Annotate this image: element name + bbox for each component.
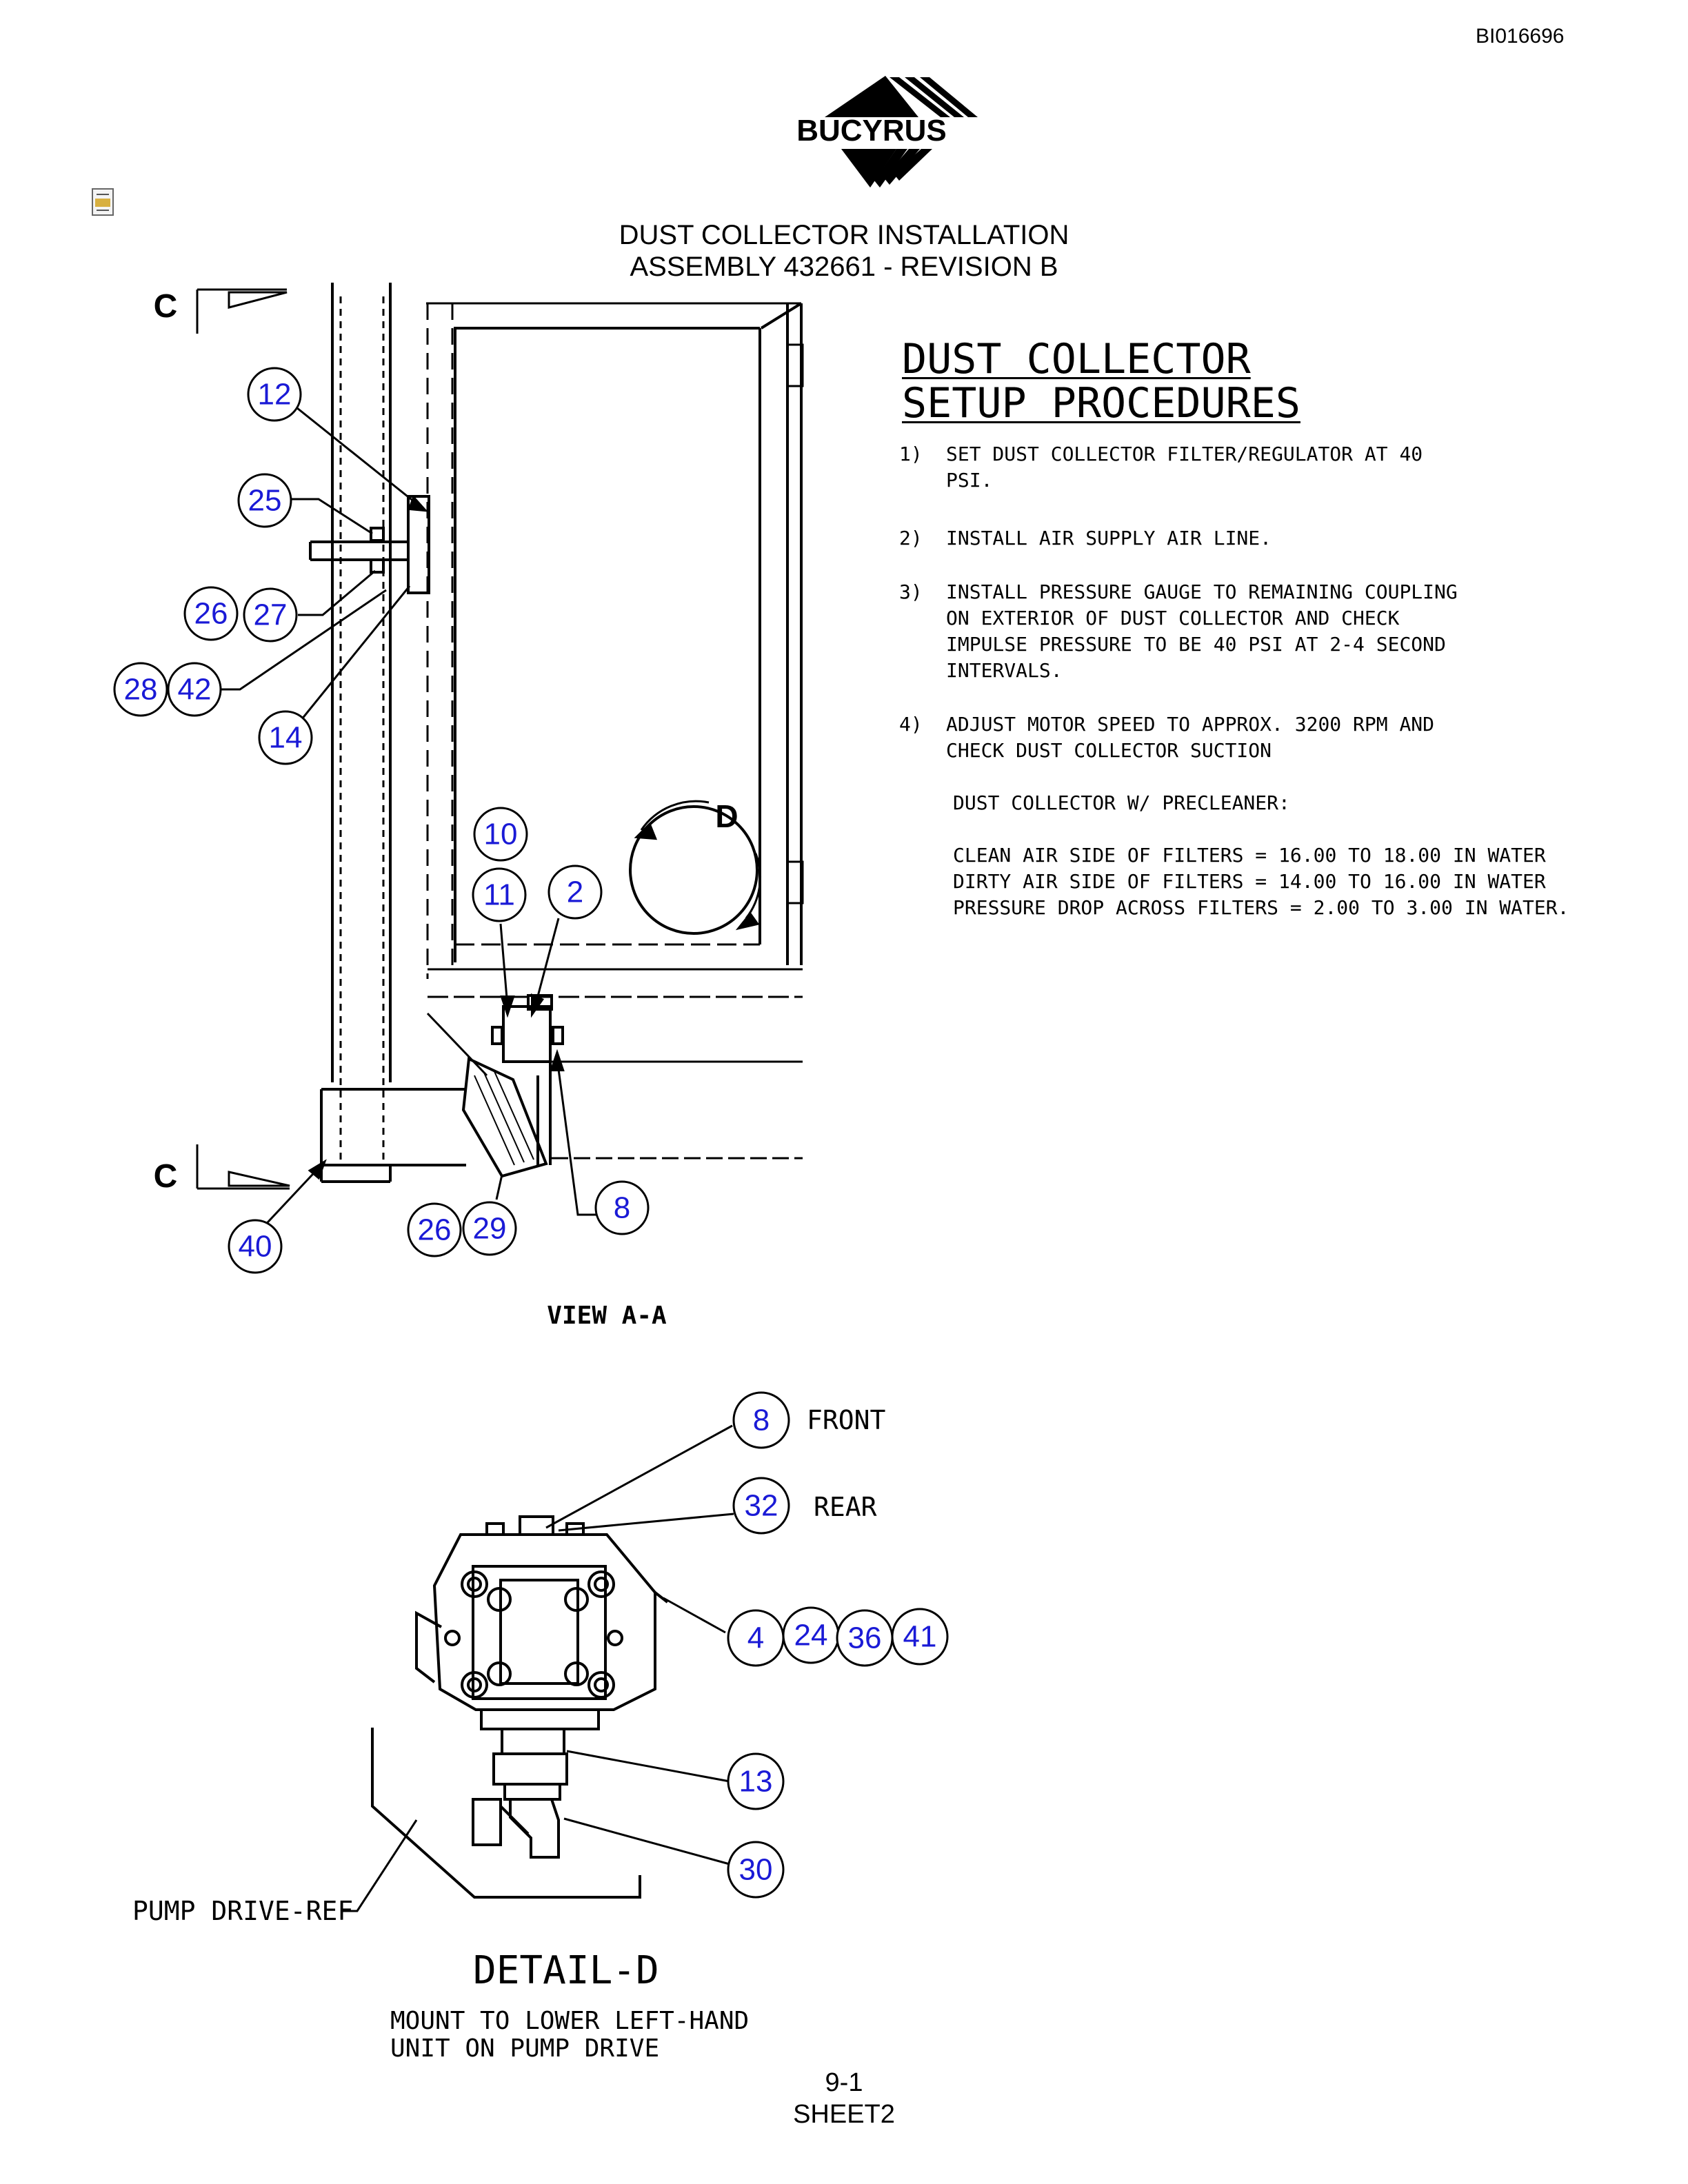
procedures-heading-2: SETUP PROCEDURES (902, 379, 1300, 427)
svg-text:4: 4 (747, 1621, 764, 1655)
step-text: INSTALL PRESSURE GAUGE TO REMAINING COUP… (946, 580, 1458, 682)
svg-text:32: 32 (745, 1489, 778, 1523)
callout-bubble: 10 (473, 807, 528, 862)
svg-text:26: 26 (418, 1213, 452, 1247)
reading-clean-air: CLEAN AIR SIDE OF FILTERS = 16.00 TO 18.… (953, 844, 1546, 867)
sheet-number: SHEET2 (793, 2100, 895, 2129)
svg-text:36: 36 (848, 1621, 882, 1655)
logo-text: BUCYRUS (796, 114, 947, 148)
step-number: 4) (899, 713, 923, 736)
callout-bubble: 4 (727, 1609, 785, 1667)
procedure-step: 1) SET DUST COLLECTOR FILTER/REGULATOR AT… (899, 441, 1602, 494)
step-text: ADJUST MOTOR SPEED TO APPROX. 3200 RPM A… (946, 713, 1435, 762)
callout-bubble: 36 (836, 1609, 894, 1667)
detail-d-drawing (341, 1424, 734, 1912)
rear-label: REAR (814, 1492, 877, 1522)
step-text: SET DUST COLLECTOR FILTER/REGULATOR AT 4… (946, 443, 1423, 492)
reading-dirty-air: DIRTY AIR SIDE OF FILTERS = 14.00 TO 16.… (953, 870, 1546, 893)
callout-bubble: 11 (472, 867, 527, 922)
title-line-2: ASSEMBLY 432661 - REVISION B (630, 252, 1058, 282)
step-number: 2) (899, 527, 923, 549)
svg-text:29: 29 (473, 1212, 507, 1246)
svg-text:26: 26 (194, 597, 228, 631)
callout-bubble: 29 (462, 1201, 517, 1256)
svg-text:27: 27 (254, 598, 288, 632)
callout-bubble: 26 (183, 586, 239, 641)
view-aa-label: VIEW A-A (547, 1302, 667, 1330)
svg-text:12: 12 (258, 378, 292, 412)
procedure-step: 4) ADJUST MOTOR SPEED TO APPROX. 3200 RPM… (899, 711, 1602, 764)
procedures-heading-1: DUST COLLECTOR (902, 335, 1251, 383)
svg-text:8: 8 (614, 1191, 630, 1225)
callout-bubble: 8 (594, 1180, 650, 1235)
callout-bubble: 2 (547, 865, 603, 920)
svg-text:25: 25 (248, 484, 282, 518)
step-number: 1) (899, 443, 923, 465)
detail-d-note-2: UNIT ON PUMP DRIVE (390, 2034, 660, 2063)
callout-bubble: 28 (113, 662, 168, 717)
callout-bubble: 24 (782, 1606, 840, 1664)
detail-d-note-1: MOUNT TO LOWER LEFT-HAND (390, 2007, 750, 2035)
svg-text:41: 41 (903, 1620, 937, 1654)
svg-text:24: 24 (794, 1619, 828, 1652)
front-label: FRONT (807, 1405, 886, 1435)
callout-bubble: 26 (407, 1202, 462, 1257)
callout-bubble: 40 (228, 1219, 283, 1274)
title-line-1: DUST COLLECTOR INSTALLATION (619, 220, 1069, 250)
callout-bubble: 32 (732, 1477, 790, 1535)
step-text: INSTALL AIR SUPPLY AIR LINE. (946, 527, 1272, 549)
detail-marker-d: D (715, 798, 738, 834)
callout-bubble: 14 (258, 710, 313, 765)
callout-bubble: 25 (237, 473, 292, 528)
detail-d-title: DETAIL-D (473, 1948, 659, 1993)
svg-text:11: 11 (483, 878, 515, 912)
svg-text:14: 14 (269, 721, 303, 755)
callout-bubble: 12 (247, 367, 302, 422)
section-letter-top: C (154, 288, 178, 325)
pump-drive-ref-label: PUMP DRIVE-REF (132, 1896, 354, 1926)
detail-d-callouts: 8 32 4 24 36 41 13 30 (727, 1391, 949, 1899)
step-number: 3) (899, 580, 923, 603)
svg-text:40: 40 (239, 1230, 272, 1264)
procedure-step: 2) INSTALL AIR SUPPLY AIR LINE. (899, 525, 1602, 552)
view-aa-callouts: 12 25 26 27 28 42 14 10 11 2 8 40 26 29 (113, 367, 650, 1274)
view-aa-drawing (196, 283, 804, 1233)
callout-bubble: 42 (167, 662, 222, 717)
callout-bubble: 30 (727, 1841, 785, 1899)
bucyrus-logo: BUCYRUS (796, 76, 978, 188)
svg-text:8: 8 (753, 1404, 770, 1437)
svg-text:30: 30 (739, 1853, 773, 1887)
svg-text:42: 42 (178, 673, 212, 707)
precleaner-label: DUST COLLECTOR W/ PRECLEANER: (953, 791, 1290, 814)
document-id: BI016696 (1476, 25, 1565, 48)
svg-text:28: 28 (124, 673, 158, 707)
procedure-step: 3) INSTALL PRESSURE GAUGE TO REMAINING CO… (899, 579, 1602, 684)
reading-pressure-drop: PRESSURE DROP ACROSS FILTERS = 2.00 TO 3… (953, 896, 1569, 919)
svg-text:2: 2 (567, 876, 583, 909)
page-number: 9-1 (825, 2068, 863, 2097)
svg-text:10: 10 (484, 818, 518, 851)
document-icon (92, 188, 114, 216)
callout-bubble: 8 (732, 1391, 790, 1449)
callout-bubble: 27 (243, 587, 298, 643)
callout-bubble: 13 (727, 1752, 785, 1810)
section-letter-bottom: C (154, 1158, 178, 1195)
svg-text:13: 13 (739, 1765, 773, 1799)
callout-bubble: 41 (891, 1608, 949, 1666)
